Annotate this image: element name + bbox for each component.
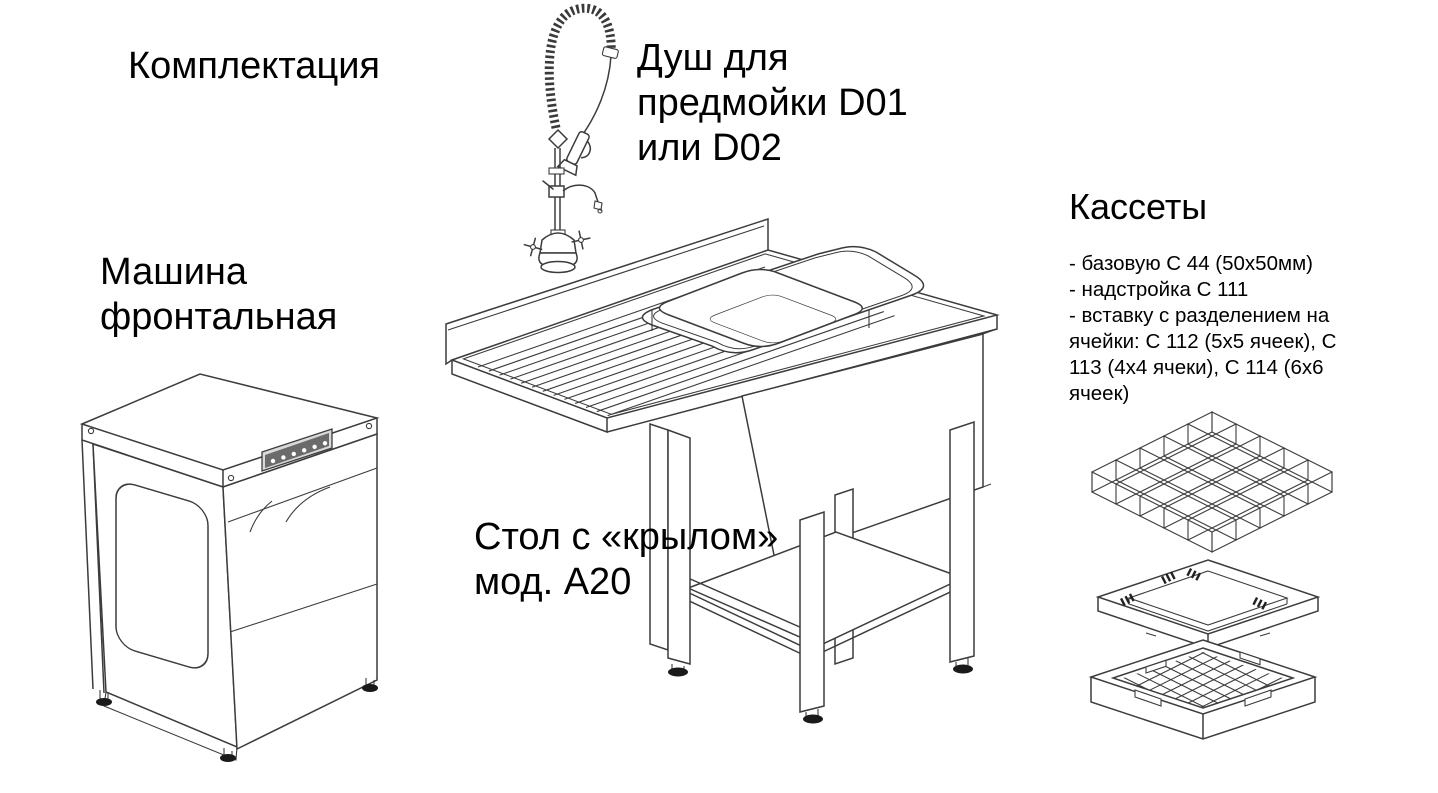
cassette-list-item: - вставку с разделением на ячейки: С 112… — [1069, 304, 1337, 406]
pre-rinse-shower-drawing — [523, 3, 619, 274]
cassette-list-item: - надстройка С 111 — [1069, 278, 1249, 302]
cassette-frame-drawing — [1095, 559, 1321, 649]
stretcher — [687, 577, 803, 639]
cassette-list-item: - базовую С 44 (50х50мм) — [1069, 252, 1313, 275]
control-panel — [261, 428, 333, 472]
page-title: Комплектация — [128, 45, 381, 87]
swing-spout — [542, 180, 603, 214]
cassettes-list: - базовую С 44 (50х50мм) - надстройка С … — [1069, 251, 1369, 407]
table-label: Стол с «крылом» мод. А20 — [474, 516, 779, 603]
shower-label: Душ для предмойки D01 или D02 — [637, 37, 908, 169]
mixer-base — [523, 229, 591, 274]
cassettes-drawing — [1088, 411, 1333, 740]
spray-gun — [556, 130, 592, 177]
table-feet — [668, 658, 973, 724]
dishwasher-door — [115, 483, 209, 669]
dishwasher-drawing — [79, 373, 380, 762]
cassette-grid-insert-drawing — [1091, 411, 1333, 553]
sink-bowl — [641, 245, 925, 354]
dishwasher-feet — [96, 678, 378, 762]
cassettes-heading: Кассеты — [1069, 186, 1208, 227]
machine-label: Машина фронтальная — [100, 251, 338, 338]
sink-table-drawing — [445, 217, 1000, 724]
cassette-basket-drawing — [1088, 639, 1318, 740]
